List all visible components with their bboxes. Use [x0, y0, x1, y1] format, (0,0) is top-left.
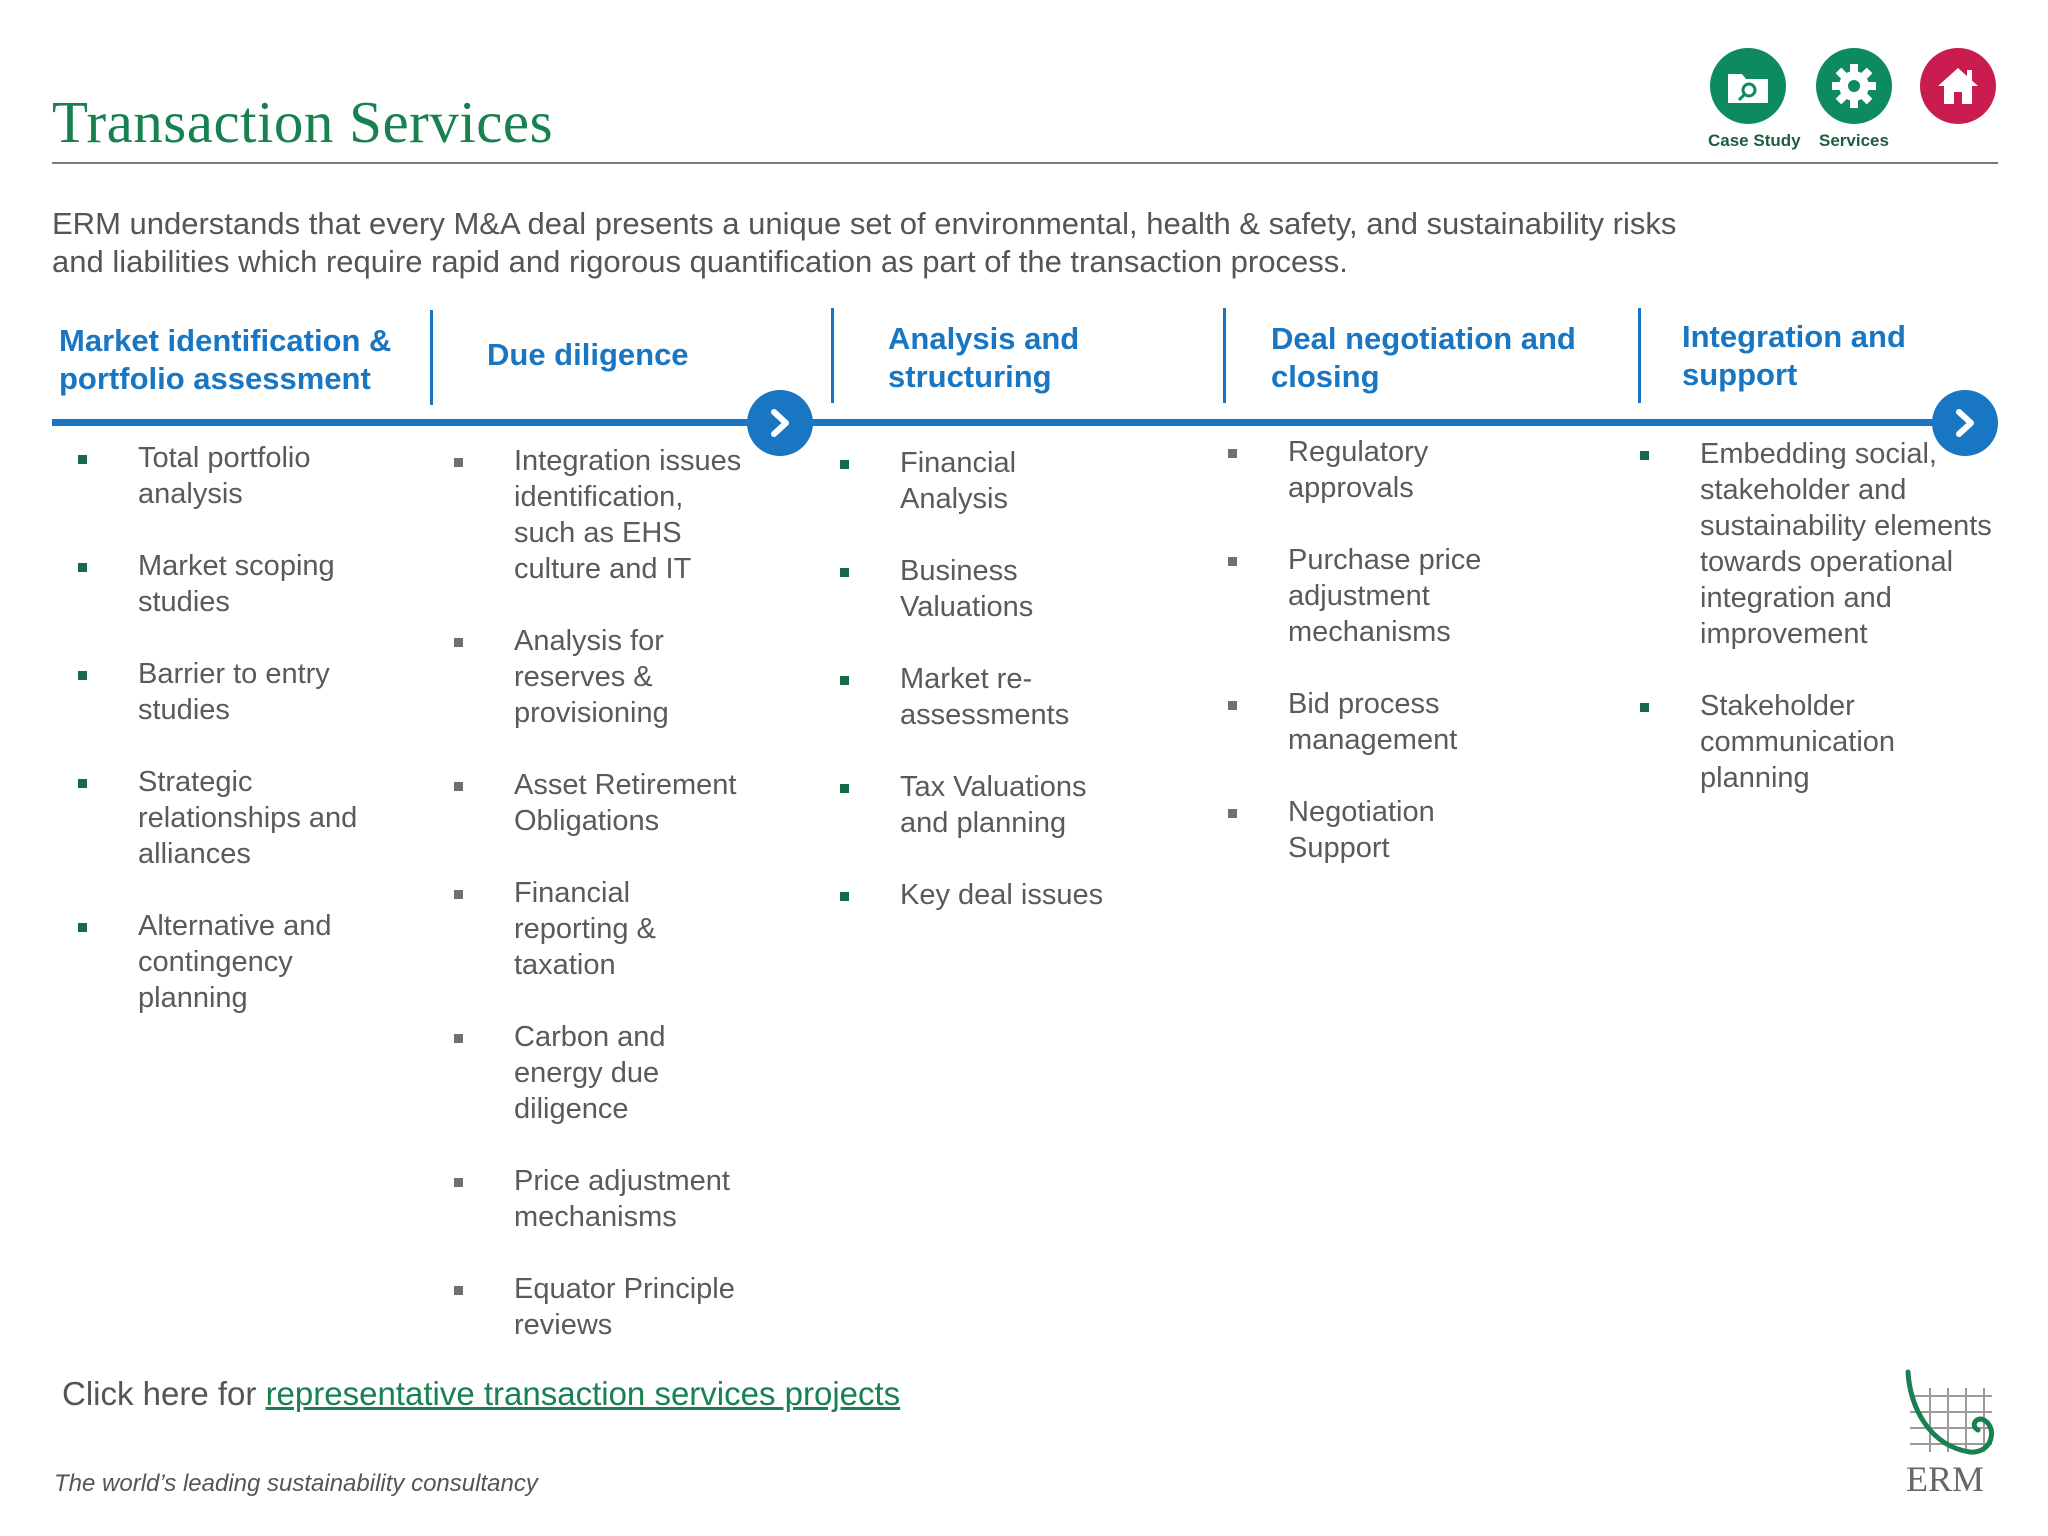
list-item: Strategic relationships and alliances [78, 764, 428, 872]
phase-header-deal-negotiation: Deal negotiation and closing [1271, 318, 1576, 398]
list-item: Regulatory approvals [1228, 434, 1618, 506]
title-divider [52, 162, 1998, 164]
process-timeline [52, 419, 1957, 426]
chevron-right-icon [771, 409, 789, 437]
phase-list-due-diligence: Integration issues identification, such … [454, 443, 814, 1343]
projects-callout-prefix: Click here for [62, 1375, 266, 1412]
case-study-icon [1710, 48, 1786, 124]
phase-separator [1223, 308, 1226, 403]
projects-link[interactable]: representative transaction services proj… [265, 1375, 901, 1412]
phase-title-line: Market identification & [59, 323, 392, 358]
chevron-right-icon [1956, 409, 1974, 437]
list-item: Barrier to entry studies [78, 656, 428, 728]
list-item: Integration issues identification, such … [454, 443, 814, 587]
list-item: Negotiation Support [1228, 794, 1618, 866]
erm-logo-icon [1905, 1369, 1994, 1455]
timeline-end-arrow-button[interactable] [1932, 390, 1998, 456]
list-item: Market scoping studies [78, 548, 428, 620]
gear-icon [1816, 48, 1892, 124]
list-item: Market re- assessments [840, 661, 1200, 733]
list-item: Purchase price adjustment mechanisms [1228, 542, 1618, 650]
list-item: Price adjustment mechanisms [454, 1163, 814, 1235]
intro-text: ERM understands that every M&A deal pres… [52, 205, 1812, 281]
list-item: Alternative and contingency planning [78, 908, 428, 1016]
intro-line-2: and liabilities which require rapid and … [52, 244, 1348, 279]
home-icon [1920, 48, 1996, 124]
phase-header-integration-support: Integration and support [1682, 316, 1906, 396]
list-item: Asset Retirement Obligations [454, 767, 814, 839]
phase-title-line: structuring [888, 359, 1052, 394]
list-item: Embedding social, stakeholder and sustai… [1640, 436, 2010, 652]
list-item: Equator Principle reviews [454, 1271, 814, 1343]
list-item: Financial Analysis [840, 445, 1200, 517]
list-item: Financial reporting & taxation [454, 875, 814, 983]
projects-callout: Click here for representative transactio… [62, 1375, 900, 1413]
phase-header-analysis-structuring: Analysis and structuring [888, 318, 1079, 398]
phase-separator [831, 308, 834, 403]
phase-title-line: Analysis and [888, 321, 1080, 356]
list-item: Carbon and energy due diligence [454, 1019, 814, 1127]
phase-title-line: Integration and [1682, 319, 1906, 354]
case-study-label: Case Study [1708, 131, 1801, 150]
phase-title-line: closing [1271, 359, 1380, 394]
phase-separator [1638, 308, 1641, 403]
phase-header-market-identification: Market identification & portfolio assess… [59, 320, 391, 400]
list-item: Analysis for reserves & provisioning [454, 623, 814, 731]
phase-title-line: support [1682, 357, 1798, 392]
home-button[interactable] [1918, 48, 1998, 124]
list-item: Tax Valuations and planning [840, 769, 1200, 841]
list-item: Stakeholder communication planning [1640, 688, 2010, 796]
phase-header-due-diligence: Due diligence [487, 315, 689, 395]
case-study-button[interactable]: Case Study [1708, 48, 1801, 151]
phase-title-line: Due diligence [487, 337, 689, 372]
phase-list-integration-support: Embedding social, stakeholder and sustai… [1640, 436, 2010, 796]
tagline: The world’s leading sustainability consu… [54, 1470, 538, 1497]
phase-title-line: Deal negotiation and [1271, 321, 1576, 356]
list-item: Business Valuations [840, 553, 1200, 625]
services-button[interactable]: Services [1814, 48, 1894, 151]
list-item: Total portfolio analysis [78, 440, 428, 512]
list-item: Bid process management [1228, 686, 1618, 758]
phase-list-market-identification: Total portfolio analysis Market scoping … [78, 440, 428, 1016]
phase-list-deal-negotiation: Regulatory approvals Purchase price adju… [1228, 434, 1618, 866]
list-item: Key deal issues [840, 877, 1200, 913]
services-label: Services [1819, 131, 1889, 150]
phase-list-analysis-structuring: Financial Analysis Business Valuations M… [840, 445, 1200, 913]
phase-title-line: portfolio assessment [59, 361, 371, 396]
phase-separator [430, 310, 433, 405]
page-title: Transaction Services [52, 89, 554, 155]
erm-logo-text: ERM [1906, 1459, 1985, 1499]
erm-logo [1900, 1368, 2000, 1498]
timeline-arrow-button[interactable] [747, 390, 813, 456]
intro-line-1: ERM understands that every M&A deal pres… [52, 206, 1677, 241]
